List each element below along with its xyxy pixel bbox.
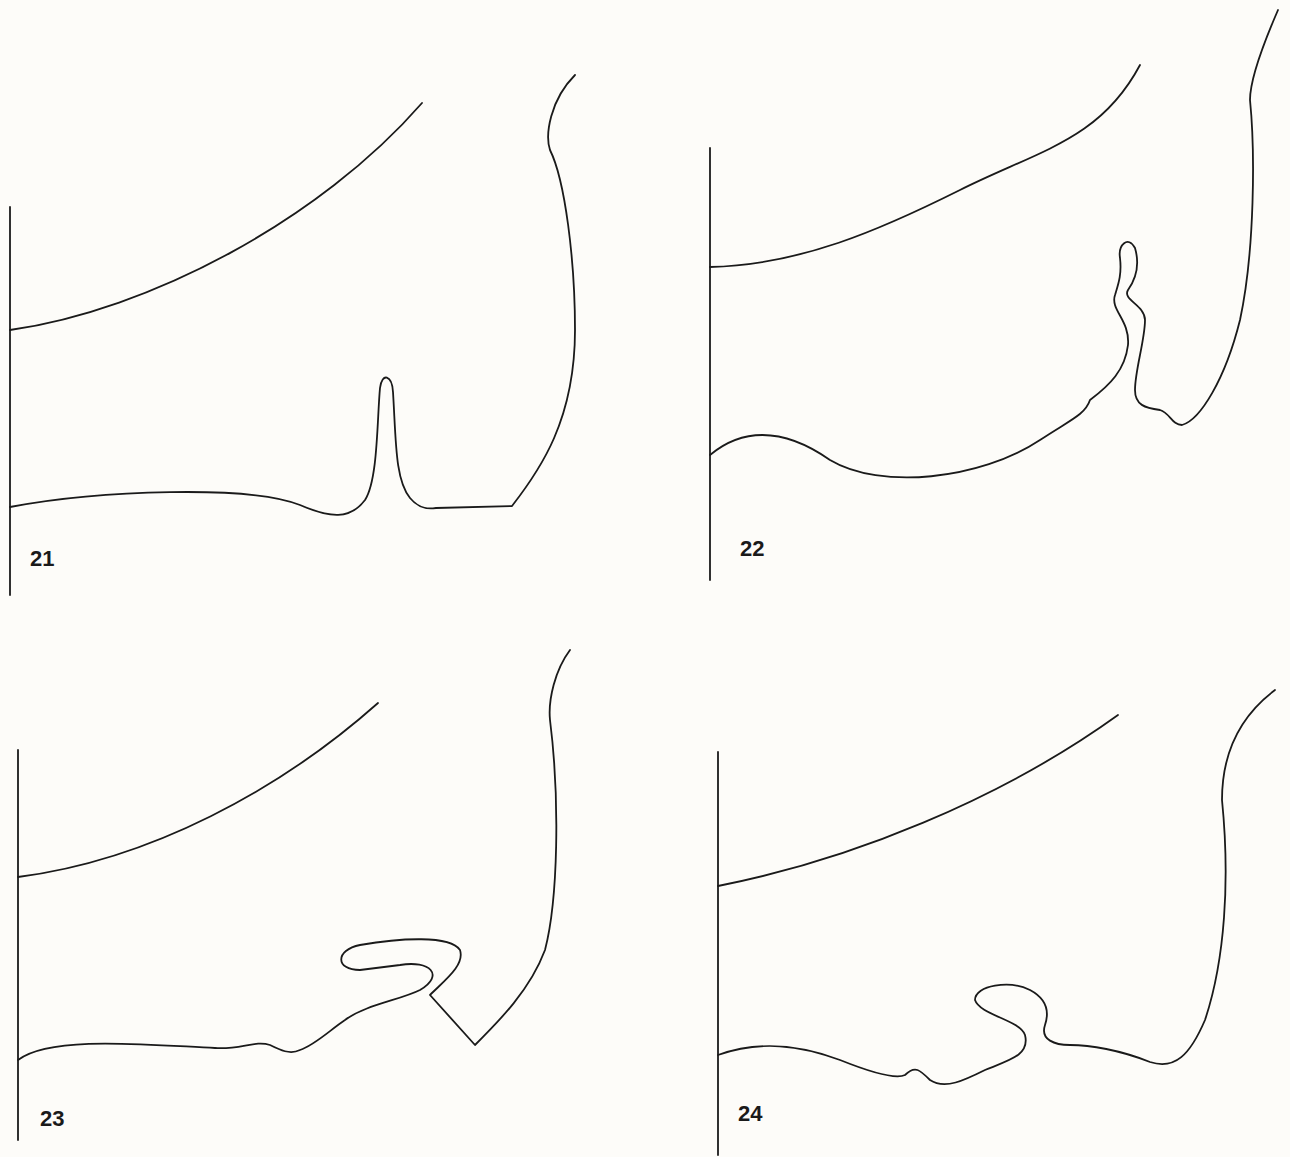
figure-number: 21 [30, 548, 54, 570]
upper-margin [10, 103, 422, 330]
upper-margin [710, 65, 1140, 267]
figure-21-outline [10, 75, 575, 595]
figure-number: 22 [740, 538, 764, 560]
figure-number: 24 [738, 1103, 762, 1125]
lower-margin [10, 75, 575, 515]
axis-line [709, 148, 711, 580]
lower-margin [718, 690, 1275, 1084]
lower-margin [18, 650, 570, 1060]
lower-margin [710, 10, 1278, 477]
axis-line [17, 750, 19, 1140]
axis-line [9, 207, 11, 595]
upper-margin [718, 715, 1118, 886]
axis-line [717, 752, 719, 1155]
figure-22-outline [710, 10, 1278, 580]
upper-margin [18, 703, 378, 877]
figure-23-outline [18, 650, 570, 1140]
figure-24-outline [718, 690, 1275, 1155]
figure-number: 23 [40, 1108, 64, 1130]
